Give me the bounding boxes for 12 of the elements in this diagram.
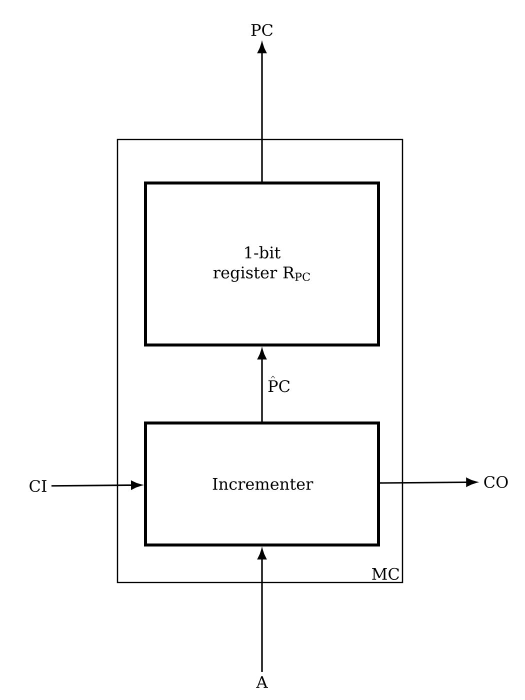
arrow xyxy=(258,548,266,672)
signal-label: A xyxy=(256,676,268,688)
block-box: Incrementer xyxy=(144,422,380,546)
arrow xyxy=(380,478,477,487)
arrow xyxy=(258,42,266,182)
arrow xyxy=(258,348,266,422)
signal-label: CO xyxy=(484,476,508,488)
block-box: 1-bit register R$_{PC}$ xyxy=(144,182,380,346)
edge-label: $\hat{\mathrm{P}}\mathrm{C}$ xyxy=(268,376,290,392)
arrow xyxy=(51,480,142,490)
signal-label: PC xyxy=(251,24,273,36)
signal-label: CI xyxy=(30,480,46,492)
